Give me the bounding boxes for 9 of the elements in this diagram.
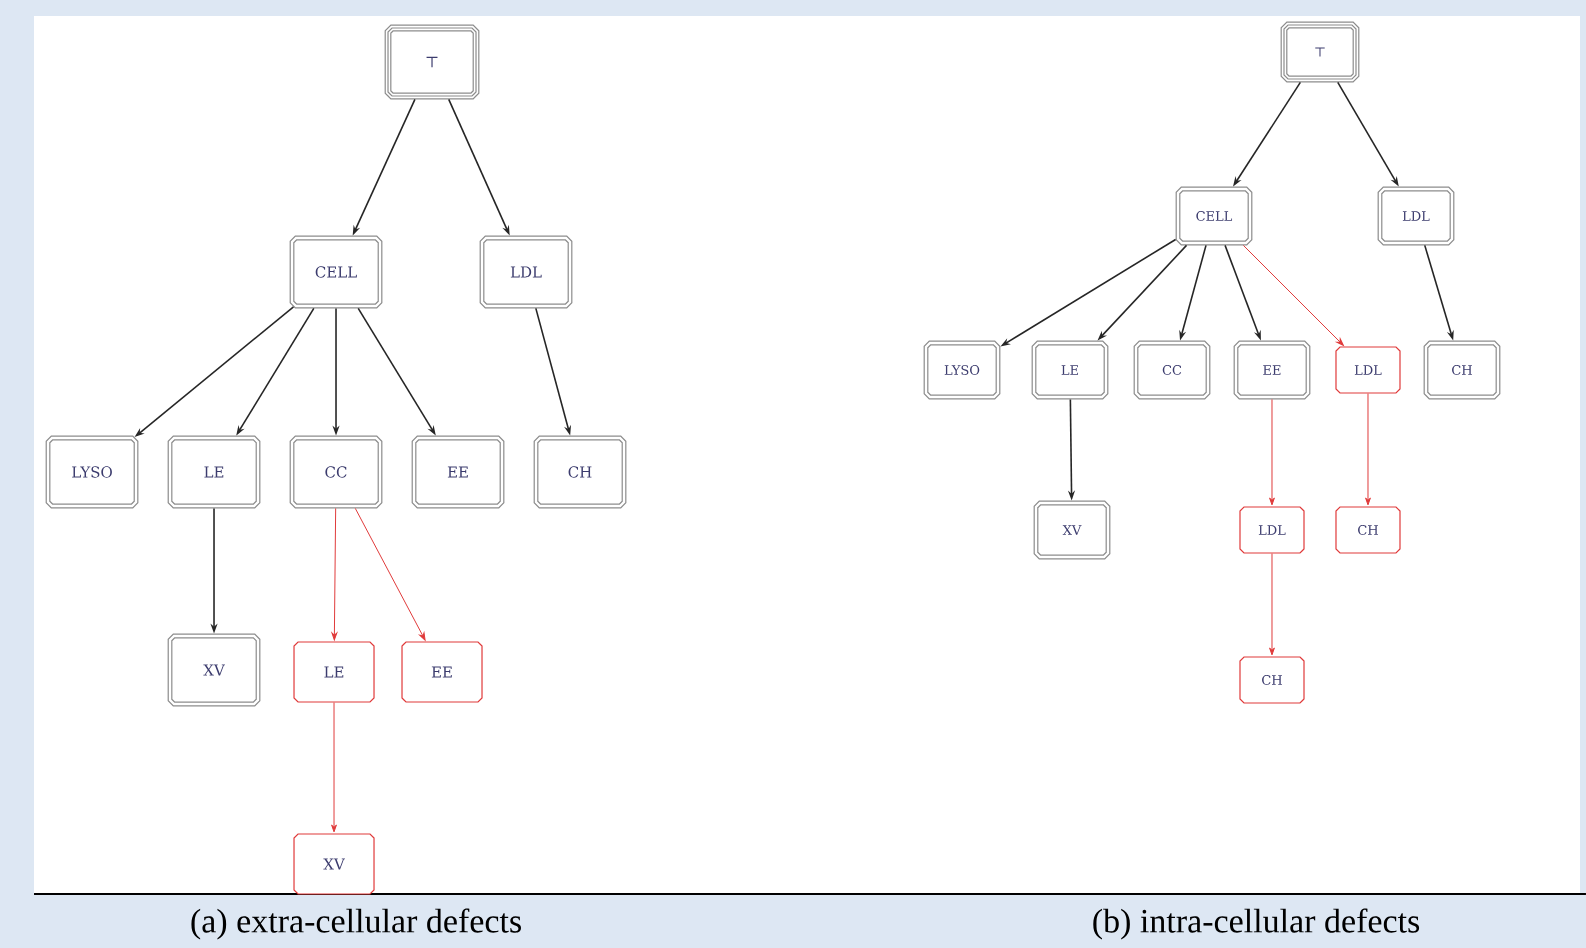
- arrow: [331, 702, 337, 833]
- arrow: [1365, 393, 1371, 506]
- caption: (b) intra-cellular defects: [1093, 908, 1420, 940]
- arrow: [331, 507, 338, 641]
- arrow: [1242, 244, 1344, 346]
- caption: (a) extra-cellular defects: [191, 908, 521, 940]
- arrow: [1269, 398, 1275, 506]
- arrow: [1269, 553, 1275, 656]
- arrow: [354, 507, 426, 641]
